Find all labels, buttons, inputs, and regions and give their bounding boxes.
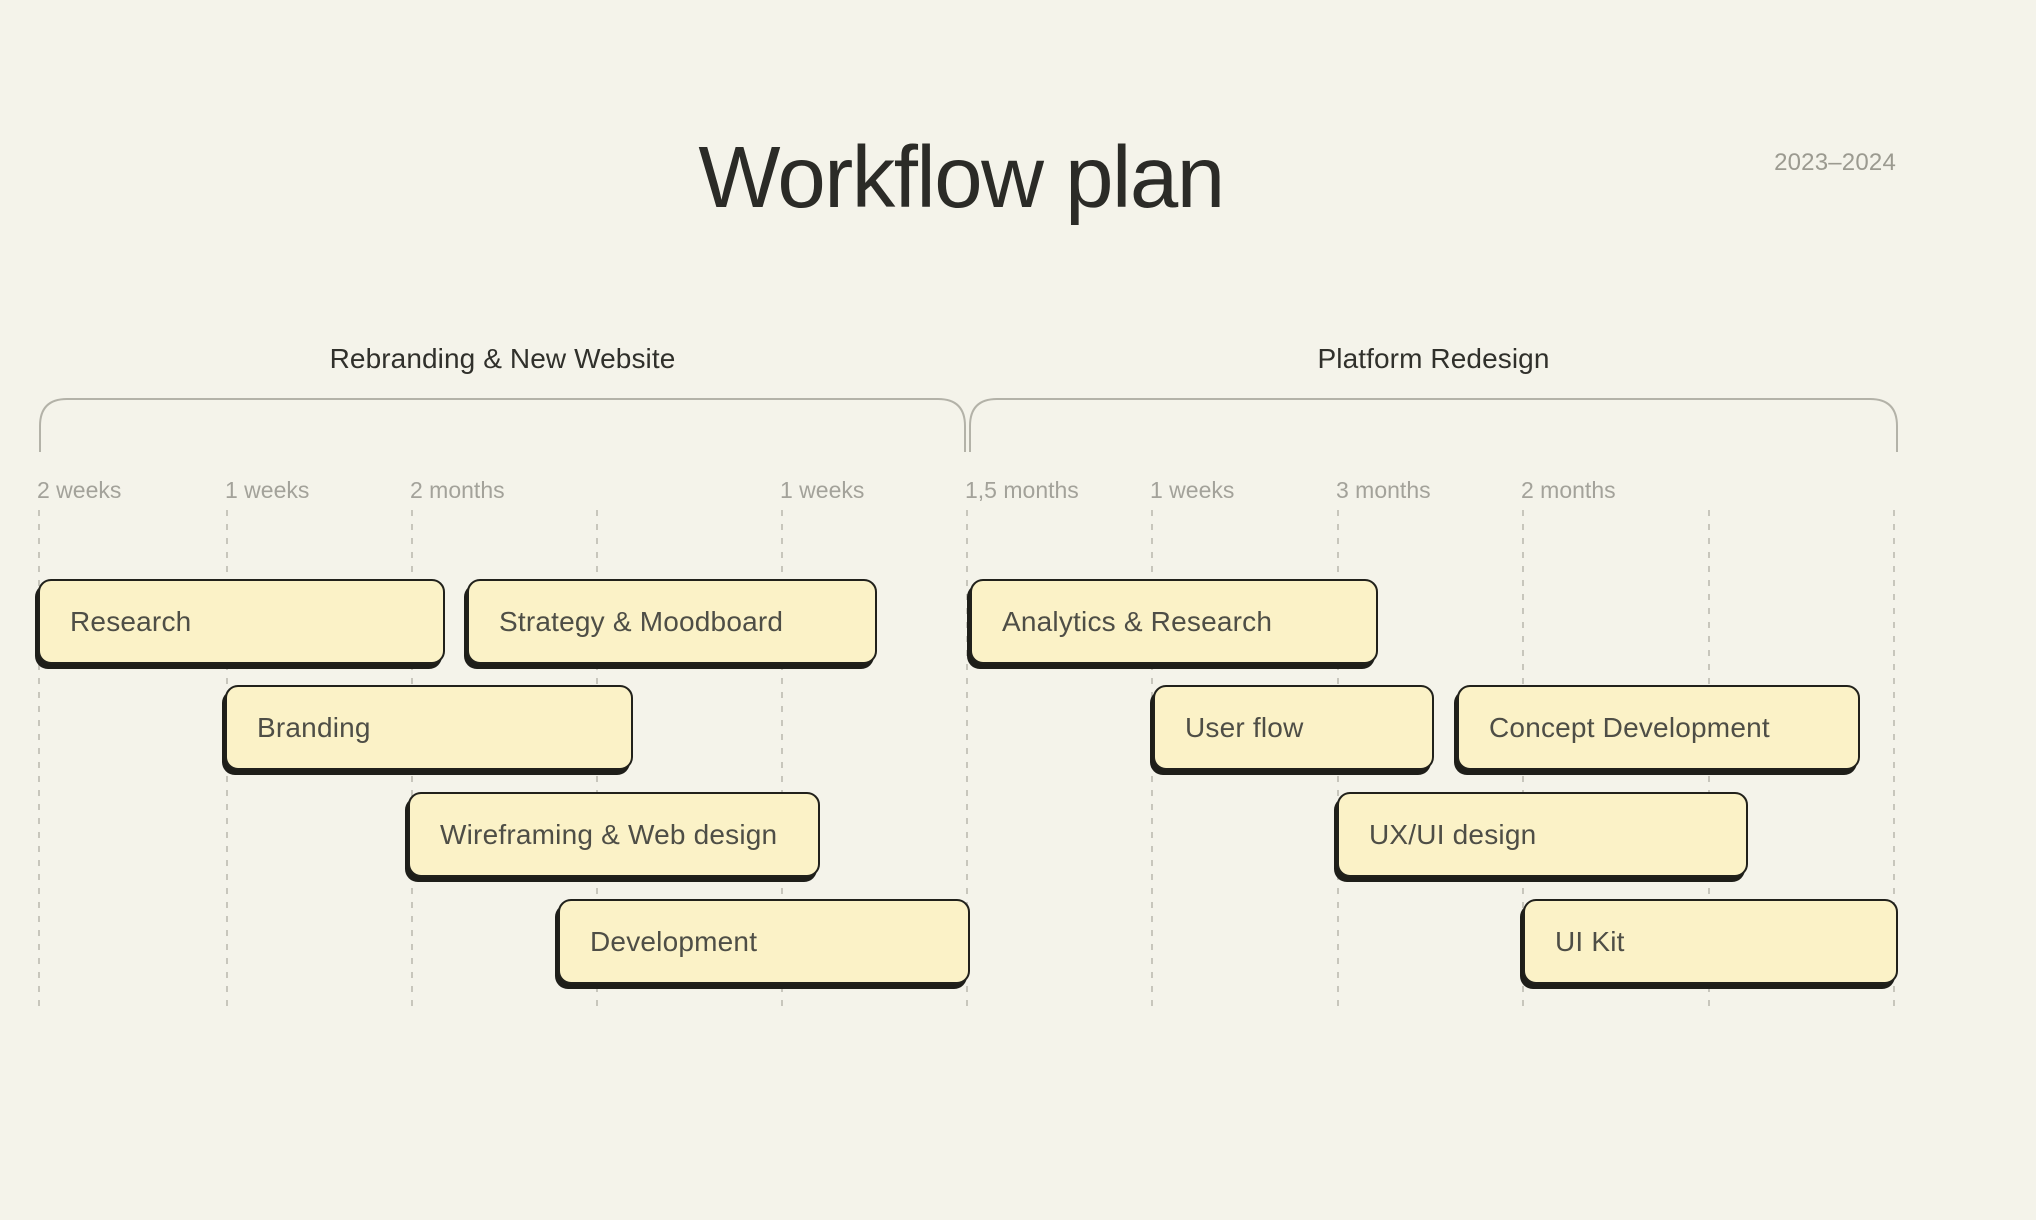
task-bar-label: User flow [1185,711,1304,743]
task-bar: Wireframing & Web design [408,792,820,877]
duration-label: 3 months [1336,477,1431,503]
task-bar-label: Development [590,925,758,957]
task-bar-label: Wireframing & Web design [440,818,778,850]
task-bar-label: Research [70,605,192,637]
duration-label: 1 weeks [780,477,865,503]
task-bar: Branding [225,685,633,770]
section-title: Rebranding & New Website [329,343,676,374]
section-brackets [39,398,1898,452]
task-bar-label: Analytics & Research [1002,605,1273,637]
task-bar: Analytics & Research [970,579,1378,664]
task-bar-label: Branding [257,711,371,743]
duration-label: 2 months [410,477,505,503]
task-bar-label: Concept Development [1489,711,1770,743]
task-bar: Research [38,579,445,664]
task-bar: Strategy & Moodboard [467,579,877,664]
period-label: 2023–2024 [1774,149,1896,176]
task-bar: Development [558,899,970,984]
duration-label: 2 months [1521,477,1616,503]
left-section-bracket [39,398,966,452]
duration-label: 1 weeks [225,477,310,503]
duration-label: 1,5 months [965,477,1079,503]
task-bar: User flow [1153,685,1434,770]
duration-label: 2 weeks [37,477,122,503]
task-bar: UX/UI design [1337,792,1748,877]
task-bar-label: UI Kit [1555,925,1625,957]
task-bar-label: Strategy & Moodboard [499,605,784,637]
page-title: Workflow plan [698,129,1225,226]
duration-label: 1 weeks [1150,477,1235,503]
task-bar: Concept Development [1457,685,1860,770]
right-section-bracket [969,398,1898,452]
section-title: Platform Redesign [1317,343,1550,374]
task-bar-label: UX/UI design [1369,818,1537,850]
task-bar: UI Kit [1523,899,1898,984]
